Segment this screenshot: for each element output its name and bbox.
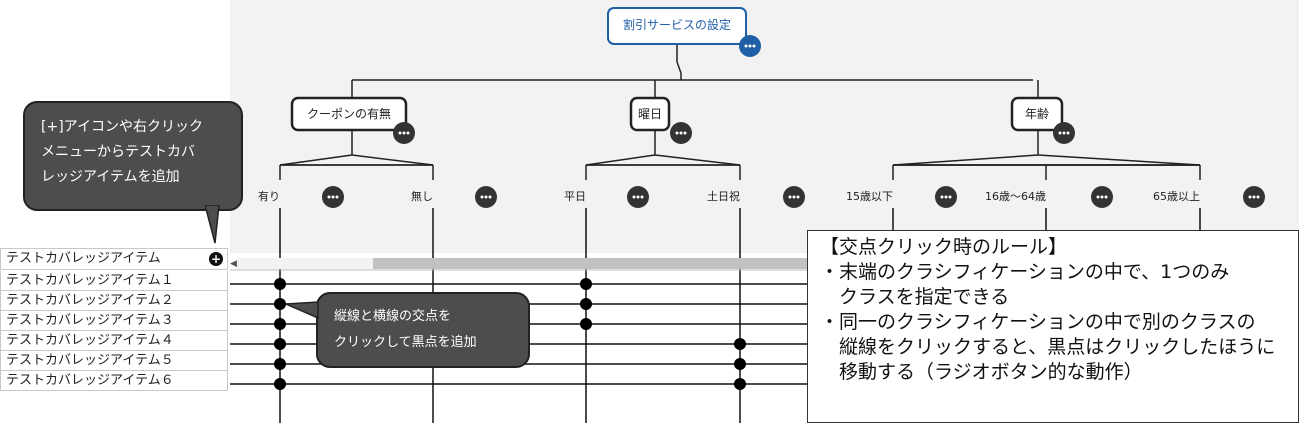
intersection-mark[interactable] [580,278,592,290]
intersection-mark[interactable] [274,378,286,390]
add-item-callout: [+]アイコンや右クリック メニューからテストカバ レッジアイテムを追加 [23,101,243,211]
class-label: 有り [258,189,280,203]
coverage-item-row[interactable]: テストカバレッジアイテム１ [0,271,228,291]
intersection-mark[interactable] [274,298,286,310]
ellipsis-icon[interactable] [670,122,692,144]
rules-line: ・同一のクラシフィケーションの中で別のクラスの [820,311,1256,333]
coverage-item-row[interactable]: テストカバレッジアイテム６ [0,371,228,391]
class-label: 16歳〜64歳 [985,190,1046,203]
ellipsis-icon[interactable] [393,122,415,144]
rules-line: 縦線をクリックすると、黒点はクリックしたほうに [820,336,1276,358]
intersection-mark[interactable] [580,298,592,310]
intersection-mark[interactable] [274,338,286,350]
coverage-item-header: テストカバレッジアイテム [0,248,228,270]
intersection-rules-panel: 【交点クリック時のルール】 ・末端のクラシフィケーションの中で、1つのみ クラス… [807,230,1299,423]
rules-title: 【交点クリック時のルール】 [820,236,1068,258]
callout-line: 縦線と横線の交点を [334,309,452,324]
coverage-item-row[interactable]: テストカバレッジアイテム５ [0,351,228,371]
intersection-mark[interactable] [274,318,286,330]
classification-label: 曜日 [638,107,662,121]
callout-line: クリックして黒点を追加 [334,335,477,350]
ellipsis-icon[interactable] [322,186,344,208]
classification-node[interactable] [629,96,671,132]
class-label: 15歳以下 [846,190,893,203]
classification-node[interactable] [290,96,408,132]
intersection-callout: 縦線と横線の交点を クリックして黒点を追加 [316,292,530,368]
horizontal-scrollbar[interactable] [237,258,807,269]
ellipsis-icon[interactable] [1243,186,1265,208]
callout-line: レッジアイテムを追加 [41,169,180,185]
callout-pointer [286,301,319,320]
ellipsis-icon[interactable] [475,186,497,208]
class-label: 無し [411,189,433,203]
ellipsis-icon[interactable] [1053,122,1075,144]
rules-line: 移動する（ラジオボタン的な動作） [820,361,1143,383]
intersection-mark[interactable] [580,318,592,330]
root-node-label: 割引サービスの設定 [623,17,731,32]
intersection-mark[interactable] [734,378,746,390]
intersection-mark[interactable] [734,338,746,350]
scrollbar-thumb[interactable] [373,258,807,269]
intersection-mark[interactable] [734,358,746,370]
ellipsis-icon[interactable] [627,186,649,208]
classification-label: 年齢 [1025,106,1049,121]
classification-node[interactable] [1010,96,1064,132]
coverage-item-row[interactable]: テストカバレッジアイテム２ [0,291,228,311]
plus-circle-icon[interactable]: + [209,252,223,266]
callout-line: メニューからテストカバ [41,144,195,160]
rules-line: クラスを指定できる [820,286,1010,308]
root-node[interactable] [607,7,747,45]
coverage-item-row[interactable]: テストカバレッジアイテム４ [0,331,228,351]
ellipsis-icon[interactable] [739,35,761,57]
intersection-mark[interactable] [274,278,286,290]
class-label: 65歳以上 [1153,190,1200,203]
intersection-mark[interactable] [274,358,286,370]
ellipsis-icon[interactable] [783,186,805,208]
class-label: 平日 [564,190,586,203]
callout-pointer [205,205,220,244]
class-label: 土日祝 [707,189,740,203]
scroll-left-arrow-icon[interactable]: ◀ [230,259,237,269]
callout-line: [+]アイコンや右クリック [41,119,203,135]
rules-line: ・末端のクラシフィケーションの中で、1つのみ [820,261,1230,283]
coverage-item-row[interactable]: テストカバレッジアイテム３ [0,311,228,331]
ellipsis-icon[interactable] [1091,186,1113,208]
classification-label: クーポンの有無 [307,106,391,121]
ellipsis-icon[interactable] [935,186,957,208]
